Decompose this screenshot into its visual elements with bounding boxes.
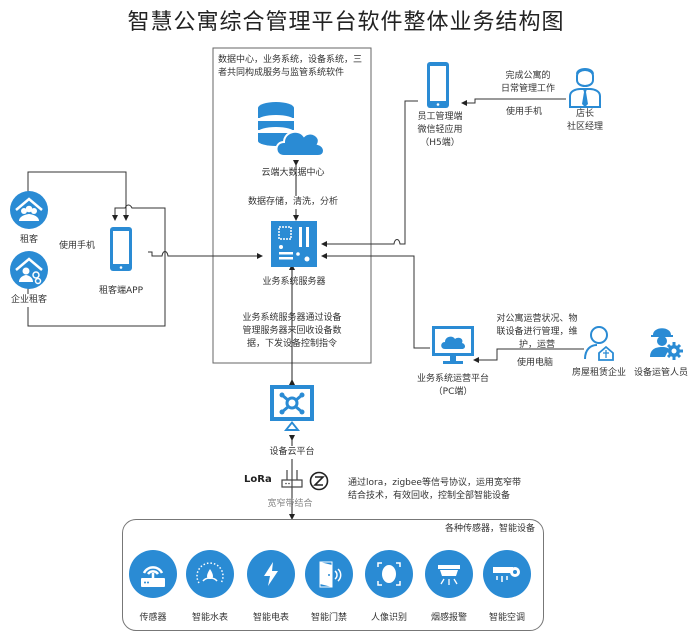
smoke-alarm-icon xyxy=(425,550,473,598)
water-meter-icon xyxy=(186,550,234,598)
server-label: 业务系统服务器 xyxy=(262,277,326,287)
manager-task-line: 完成公寓的 xyxy=(505,71,551,81)
staff-app-label-line: 微信轻应用 xyxy=(417,125,463,135)
tenant-use-phone-label: 使用手机 xyxy=(58,241,95,251)
core-note-line: 数据中心，业务系统，设备系统，三 xyxy=(218,55,363,65)
server-note-line: 业务系统服务器通过设备 xyxy=(242,313,342,323)
manager-icon xyxy=(568,64,602,108)
device-label: 智能水表 xyxy=(191,613,228,623)
manager-label: 店长 社区经理 xyxy=(560,108,610,134)
data-flow-label: 数据存储，清洗，分析 xyxy=(238,196,348,209)
tenant-house-icon xyxy=(10,191,48,229)
database-cloud-icon xyxy=(256,100,328,162)
monitor-cloud-icon[interactable] xyxy=(431,325,475,367)
gateway-note: 通过lora，zigbee等信号协议，运用宽窄带 结合技术，有效回收，控制全部智… xyxy=(348,477,538,503)
face-recognition-icon xyxy=(365,550,413,598)
device-label: 智能门禁 xyxy=(310,613,347,623)
sensor-router-icon xyxy=(129,550,177,598)
server-note: 业务系统服务器通过设备 管理服务器来回收设备数 据，下发设备控制指令 xyxy=(222,312,362,351)
cloud-data-center-label: 云端大数据中心 xyxy=(261,168,325,178)
ops-use-pc-label: 使用电脑 xyxy=(516,358,553,368)
core-box-note: 数据中心，业务系统，设备系统，三 者共同构成服务与监管系统软件 xyxy=(218,54,370,80)
lightning-icon xyxy=(247,550,295,598)
device-label: 智能空调 xyxy=(488,613,525,623)
device-item-face-recognition[interactable]: 人像识别 xyxy=(359,550,419,623)
manager-label-line: 社区经理 xyxy=(566,122,603,132)
server-note-line: 管理服务器来回收设备数 xyxy=(242,326,342,336)
enterprise-tenant-icon xyxy=(10,251,48,289)
device-cloud-label: 设备云平台 xyxy=(260,446,324,459)
staff-app-label: 员工管理端 微信轻应用 （H5端） xyxy=(408,111,472,150)
rental-company-label: 房屋租赁企业 xyxy=(571,368,626,378)
door-access-icon xyxy=(305,550,353,598)
zigbee-icon xyxy=(309,471,329,491)
devices-panel-title: 各种传感器，智能设备 xyxy=(444,524,535,534)
gateway-note-line: 通过lora，zigbee等信号协议，运用宽窄带 xyxy=(348,478,521,488)
gateway-note-line: 结合技术，有效回收，控制全部智能设备 xyxy=(348,491,511,501)
device-item-water-meter[interactable]: 智能水表 xyxy=(180,550,240,623)
motherboard-icon[interactable] xyxy=(271,221,317,267)
device-item-smoke-alarm[interactable]: 烟感报警 xyxy=(419,550,479,623)
device-item-door-access[interactable]: 智能门禁 xyxy=(299,550,359,623)
ops-task-line: 护，运营 xyxy=(518,340,555,350)
manager-task-line: 日常管理工作 xyxy=(500,84,555,94)
smart-devices-panel: 各种传感器，智能设备 传感器 智能水表 智能电表 智能门禁 人像识别 xyxy=(122,519,544,631)
air-conditioner-icon xyxy=(483,550,531,598)
tenant-app-label: 租客端APP xyxy=(98,286,143,296)
smartphone-icon[interactable] xyxy=(109,226,133,272)
diagram-title: 智慧公寓综合管理平台软件整体业务结构图 xyxy=(127,10,565,35)
device-label: 人像识别 xyxy=(370,613,407,623)
staff-app-label-line: 员工管理端 xyxy=(417,112,463,122)
server-note-line: 据，下发设备控制指令 xyxy=(246,339,337,349)
ops-platform-label-line: 业务系统运营平台 xyxy=(416,374,489,384)
tenant-label: 租客 xyxy=(19,235,38,245)
manager-use-phone-label: 使用手机 xyxy=(505,107,542,117)
engineer-gear-icon xyxy=(647,323,685,361)
ops-platform-label-line: （PC端） xyxy=(433,387,473,397)
device-ops-label: 设备运管人员 xyxy=(633,368,688,378)
ops-task-line: 对公寓运营状况、物 xyxy=(496,314,578,324)
device-label: 烟感报警 xyxy=(430,613,467,623)
device-label: 智能电表 xyxy=(252,613,289,623)
device-item-sensor[interactable]: 传感器 xyxy=(123,550,183,623)
staff-app-smartphone-icon[interactable] xyxy=(426,61,450,109)
enterprise-tenant-label: 企业租客 xyxy=(3,294,55,307)
manager-task-label: 完成公寓的 日常管理工作 xyxy=(488,70,568,96)
router-icon xyxy=(280,468,304,490)
manager-label-line: 店长 xyxy=(575,109,594,119)
ops-task-label: 对公寓运营状况、物 联设备进行管理，维 护，运营 xyxy=(494,313,580,352)
device-cloud-monitor-icon[interactable] xyxy=(270,385,314,433)
staff-app-label-line: （H5端） xyxy=(420,138,460,148)
device-item-electric-meter[interactable]: 智能电表 xyxy=(241,550,301,623)
ops-task-line: 联设备进行管理，维 xyxy=(496,327,578,337)
gateway-label: 宽窄带结合 xyxy=(267,499,313,509)
lora-logo: LoRa xyxy=(244,474,272,485)
ops-platform-label: 业务系统运营平台 （PC端） xyxy=(410,373,496,399)
core-note-line: 者共同构成服务与监管系统软件 xyxy=(218,68,345,78)
landlord-icon xyxy=(583,325,615,361)
device-label: 传感器 xyxy=(139,613,167,623)
device-item-air-conditioner[interactable]: 智能空调 xyxy=(477,550,537,623)
